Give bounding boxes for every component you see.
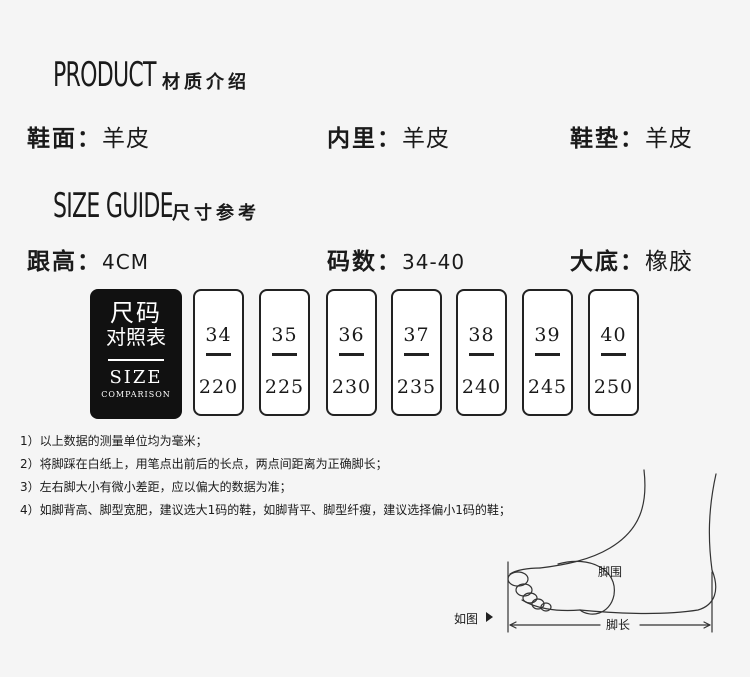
foot-diagram (486, 469, 717, 633)
size-label-en-sub: COMPARISON (101, 390, 171, 399)
diagram-as-shown-label: 如图 (454, 612, 479, 626)
material-lining: 内里：羊皮 (327, 128, 450, 151)
material-insole-key: 鞋垫： (570, 126, 645, 152)
spec-heel: 跟高：4CM (27, 251, 149, 274)
spec-heel-key: 跟高： (27, 249, 102, 275)
size-divider (206, 353, 231, 356)
foot-length: 245 (527, 376, 568, 398)
size-card: 38 240 (456, 289, 507, 416)
size-card: 35 225 (259, 289, 310, 416)
size-comparison-label: 尺码 对照表 SIZE COMPARISON (90, 289, 182, 419)
size-card: 40 250 (588, 289, 639, 416)
size-label-en: SIZE (109, 367, 163, 388)
product-subtitle: 材质介绍 (162, 72, 250, 93)
spec-heel-value: 4CM (102, 250, 149, 274)
material-upper: 鞋面：羊皮 (27, 128, 150, 151)
size-card: 34 220 (193, 289, 244, 416)
size-guide-title: SIZE GUIDE (53, 186, 174, 226)
size-divider (535, 353, 560, 356)
product-title: PRODUCT (53, 55, 157, 95)
diagram-length-label: 脚长 (606, 618, 631, 632)
size-number: 37 (403, 324, 430, 346)
spec-sole-value: 橡胶 (645, 249, 693, 275)
material-upper-value: 羊皮 (102, 126, 150, 152)
material-lining-value: 羊皮 (402, 126, 450, 152)
material-upper-key: 鞋面： (27, 126, 102, 152)
size-number: 40 (600, 324, 627, 346)
size-number: 35 (271, 324, 298, 346)
diagram-circumference-label: 脚围 (598, 565, 623, 579)
size-number: 39 (534, 324, 561, 346)
size-number: 38 (468, 324, 495, 346)
size-number: 34 (205, 324, 232, 346)
material-lining-key: 内里： (327, 126, 402, 152)
size-divider (272, 353, 297, 356)
note-item: 3）左右脚大小有微小差距，应以偏大的数据为准； (20, 480, 292, 494)
size-divider (339, 353, 364, 356)
material-insole: 鞋垫：羊皮 (570, 128, 693, 151)
size-label-cn-2: 对照表 (106, 325, 166, 349)
note-item: 2）将脚踩在白纸上，用笔点出前后的长点，两点间距离为正确脚长； (20, 457, 388, 471)
note-item: 4）如脚背高、脚型宽肥，建议选大1码的鞋，如脚背平、脚型纤瘦，建议选择偏小1码的… (20, 503, 511, 517)
spec-size-range-key: 码数： (327, 249, 402, 275)
size-divider (469, 353, 494, 356)
note-item: 1）以上数据的测量单位均为毫米； (20, 434, 208, 448)
foot-length: 225 (264, 376, 305, 398)
size-card: 36 230 (326, 289, 377, 416)
arrow-right-icon (486, 612, 493, 622)
foot-length: 230 (331, 376, 372, 398)
spec-sole: 大底：橡胶 (570, 251, 693, 274)
size-divider (404, 353, 429, 356)
foot-length: 235 (396, 376, 437, 398)
size-card: 37 235 (391, 289, 442, 416)
size-label-cn-1: 尺码 (110, 299, 162, 327)
measurement-notes: 1）以上数据的测量单位均为毫米； 2）将脚踩在白纸上，用笔点出前后的长点，两点间… (20, 430, 511, 522)
size-number: 36 (338, 324, 365, 346)
foot-length: 240 (461, 376, 502, 398)
size-label-divider (108, 359, 164, 361)
spec-size-range: 码数：34-40 (327, 251, 465, 274)
foot-length: 220 (198, 376, 239, 398)
size-card: 39 245 (522, 289, 573, 416)
size-divider (601, 353, 626, 356)
size-guide-subtitle: 尺寸参考 (172, 203, 260, 224)
spec-size-range-value: 34-40 (402, 250, 466, 274)
spec-sole-key: 大底： (570, 249, 645, 275)
material-insole-value: 羊皮 (645, 126, 693, 152)
foot-length: 250 (593, 376, 634, 398)
